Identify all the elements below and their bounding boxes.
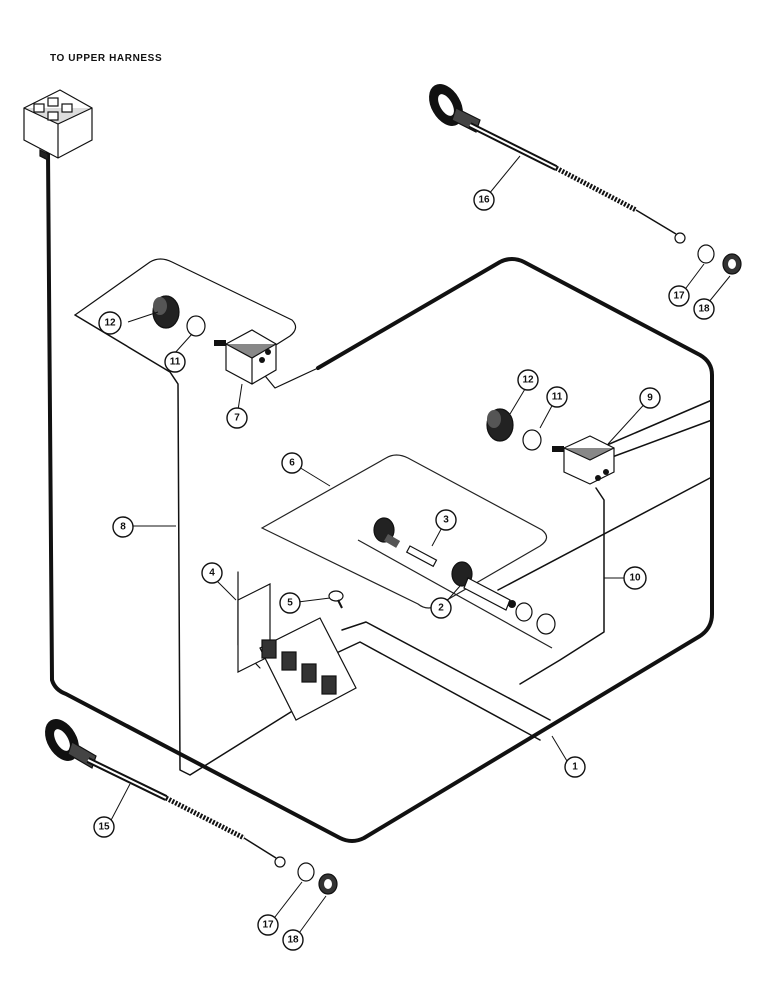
terminal-block xyxy=(259,617,357,721)
wire-9-run xyxy=(497,477,711,591)
callout-9-label: 9 xyxy=(647,393,653,404)
main-harness-wire xyxy=(46,150,714,843)
wire-8 xyxy=(74,314,311,776)
callout-11-left: 11 xyxy=(164,351,186,373)
callout-17-upper-label: 17 xyxy=(673,291,685,302)
leader-lines xyxy=(107,155,731,941)
fuse-3 xyxy=(405,545,438,568)
callout-17-lower: 17 xyxy=(257,914,279,936)
callout-11-left-label: 11 xyxy=(170,357,181,368)
callout-9: 9 xyxy=(639,387,661,409)
callout-11-right-label: 11 xyxy=(552,392,563,403)
callout-6-label: 6 xyxy=(289,458,295,469)
fuse-cap xyxy=(373,517,401,548)
callout-1-label: 1 xyxy=(572,762,578,773)
cable-control-16 xyxy=(429,84,686,244)
nut-18-lower xyxy=(318,873,338,895)
callout-18-upper: 18 xyxy=(693,298,715,320)
lower-harness-wire-b xyxy=(329,641,541,741)
callout-11-right: 11 xyxy=(546,386,568,408)
fuse-holder-washers xyxy=(515,602,556,635)
nut-18-upper xyxy=(722,253,742,275)
callout-7: 7 xyxy=(226,407,248,429)
callout-6: 6 xyxy=(281,452,303,474)
callout-3: 3 xyxy=(435,509,457,531)
fuse-region-outline xyxy=(260,454,548,609)
switch-9 xyxy=(552,435,615,485)
switch-7 xyxy=(214,329,277,385)
upper-harness-connector xyxy=(23,89,93,161)
callout-3-label: 3 xyxy=(443,515,449,526)
callout-18-lower-label: 18 xyxy=(287,935,299,946)
callout-16: 16 xyxy=(473,189,495,211)
callout-12-right-label: 12 xyxy=(522,375,534,386)
fuse-holder-outline xyxy=(357,539,553,649)
callout-4: 4 xyxy=(201,562,223,584)
callout-15: 15 xyxy=(93,816,115,838)
knob-12-left xyxy=(152,295,180,329)
callout-17-lower-label: 17 xyxy=(262,920,274,931)
lower-harness-wire-a xyxy=(341,621,551,721)
callout-10: 10 xyxy=(623,566,647,590)
callout-8: 8 xyxy=(112,516,134,538)
knob-12-right xyxy=(486,408,514,442)
nut-11-left xyxy=(186,315,206,337)
wire-8-outline xyxy=(74,258,319,389)
callout-18-upper-label: 18 xyxy=(698,304,710,315)
callout-5-label: 5 xyxy=(287,598,293,609)
callout-1: 1 xyxy=(564,756,586,778)
fuse-holder-2 xyxy=(451,561,516,611)
callout-5: 5 xyxy=(279,592,301,614)
callout-4-label: 4 xyxy=(209,568,215,579)
callout-2: 2 xyxy=(430,597,452,619)
callout-18-lower: 18 xyxy=(282,929,304,951)
nut-11-right xyxy=(522,429,542,451)
washer-17-lower xyxy=(297,862,315,882)
callout-12-left: 12 xyxy=(98,311,122,335)
callout-8-label: 8 xyxy=(120,522,126,533)
callout-16-label: 16 xyxy=(478,195,490,206)
callout-7-label: 7 xyxy=(234,413,240,424)
callout-10-label: 10 xyxy=(629,573,641,584)
callout-2-label: 2 xyxy=(438,603,444,614)
callout-12-right: 12 xyxy=(517,369,539,391)
screw-5 xyxy=(328,590,344,609)
switch-9-wire-upper xyxy=(599,399,713,449)
wire-10 xyxy=(519,487,605,685)
washer-17-upper xyxy=(697,244,715,264)
callout-15-label: 15 xyxy=(98,822,110,833)
cable-control-15 xyxy=(45,719,286,868)
upper-harness-label: TO UPPER HARNESS xyxy=(50,53,163,64)
callout-17-upper: 17 xyxy=(668,285,690,307)
callout-12-left-label: 12 xyxy=(104,318,116,329)
switch-9-wire-lower xyxy=(603,419,713,461)
